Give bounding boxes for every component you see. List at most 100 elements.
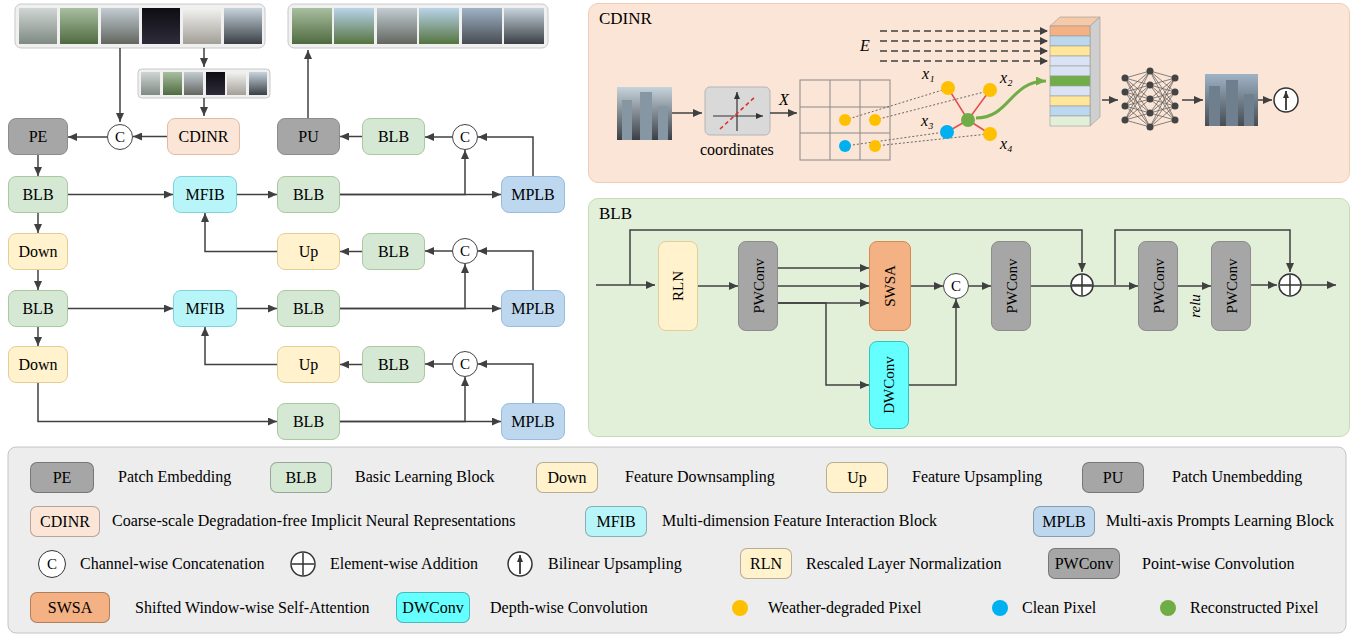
feature-layer — [1050, 106, 1090, 116]
node-label: C — [115, 128, 125, 146]
mlp-unit — [1122, 103, 1129, 110]
legend-text: Feature Upsampling — [912, 467, 1042, 487]
connector — [778, 303, 869, 385]
connector — [340, 308, 501, 310]
upsample-symbol — [1285, 91, 1287, 110]
connector — [205, 327, 277, 365]
flow-arrow — [596, 284, 655, 286]
flow-arrow — [307, 50, 309, 118]
thumbnail — [142, 8, 180, 44]
legend-swatch: DWConv — [396, 592, 470, 623]
conv-box: PWConv — [991, 241, 1031, 331]
legend-dot — [732, 600, 748, 616]
mlp-unit — [1147, 68, 1154, 75]
thumbnail — [19, 8, 57, 44]
mlp-unit — [1122, 117, 1129, 124]
connector — [37, 327, 39, 346]
block-box: BLB — [277, 290, 340, 327]
node-label: Up — [299, 242, 319, 261]
flow-arrow — [672, 112, 702, 114]
legend-swatch: Down — [536, 462, 598, 493]
connector — [37, 213, 39, 233]
legend-text: Patch Embedding — [118, 467, 231, 487]
node-label: PE — [29, 127, 48, 146]
axis — [736, 92, 737, 131]
feature-layer — [1050, 26, 1090, 36]
connector — [340, 421, 501, 423]
legend-text: Patch Unembedding — [1172, 467, 1302, 487]
edge-label: relu — [1186, 294, 1204, 318]
norm-box: RLN — [658, 241, 698, 331]
legend-text: Basic Learning Block — [355, 467, 495, 487]
flow-arrow — [770, 112, 797, 114]
thumbnail — [292, 8, 332, 44]
connector — [1031, 285, 1138, 287]
legend-dot — [992, 600, 1008, 616]
mlp-unit — [1122, 75, 1129, 82]
node-label: BLB — [293, 412, 324, 431]
thumbnail — [462, 8, 502, 44]
node-label: BLB — [293, 299, 324, 318]
pixel-dot — [869, 140, 881, 152]
mlp-unit — [1172, 89, 1179, 96]
swatch-label: MFIB — [596, 512, 635, 531]
swatch-label: SWSA — [48, 598, 92, 617]
connector — [911, 285, 943, 287]
concat-circle: C — [452, 238, 478, 264]
swatch-label: Down — [547, 468, 586, 487]
legend-text: Element-wise Addition — [330, 554, 478, 574]
feature-layer — [1050, 36, 1090, 46]
coordinate-icon — [705, 87, 770, 135]
annotation: X — [779, 90, 789, 109]
upsample-symbol — [508, 552, 532, 576]
connector — [68, 194, 173, 196]
mlp-unit — [1147, 124, 1154, 131]
pixel-dot — [983, 127, 997, 141]
connector — [340, 251, 362, 253]
mlp-unit — [1147, 96, 1154, 103]
sample-box: Up — [277, 346, 340, 383]
node-label: MFIB — [185, 185, 224, 204]
node-label: BLB — [22, 299, 53, 318]
addition-symbol — [1072, 275, 1092, 295]
swatch-label: PE — [53, 468, 72, 487]
node-label: PWConv — [1149, 258, 1167, 313]
connector — [340, 264, 465, 309]
flow-arrow — [119, 48, 121, 122]
node-label: Down — [18, 242, 57, 261]
feature-stack — [1090, 17, 1100, 126]
connector — [340, 364, 362, 366]
concat-circle: C — [943, 273, 969, 299]
mlp-unit — [1147, 110, 1154, 117]
feature-layer — [1050, 96, 1090, 106]
feature-layer — [1050, 56, 1090, 66]
connector — [698, 285, 738, 287]
legend-swatch: PU — [1082, 462, 1144, 493]
module-box: CDINR — [167, 118, 240, 155]
mlp-unit — [1122, 89, 1129, 96]
addition-symbol — [1280, 275, 1300, 295]
axis — [713, 115, 763, 116]
legend-swatch: CDINR — [30, 506, 100, 537]
thumbnail — [227, 72, 246, 95]
legend-swatch: SWSA — [30, 592, 110, 623]
connector — [38, 383, 277, 422]
legend-text: Clean Pixel — [1022, 598, 1096, 618]
thumbnail — [183, 8, 221, 44]
sample-box: Down — [8, 346, 68, 383]
legend-text: Rescaled Layer Normalization — [806, 554, 1001, 574]
mlp-unit — [1172, 75, 1179, 82]
output-image — [1205, 74, 1258, 126]
thumbnail — [163, 72, 182, 95]
conv-box: PWConv — [738, 241, 778, 331]
conv-box: DWConv — [869, 341, 909, 429]
input-image — [622, 92, 668, 140]
node-label: BLB — [378, 242, 409, 261]
legend-text: Channel-wise Concatenation — [80, 554, 264, 574]
feature-layer — [1050, 116, 1090, 126]
legend-text: Bilinear Upsampling — [548, 554, 682, 574]
output-image — [1209, 80, 1254, 126]
pixel-dot — [839, 114, 851, 126]
module-box: MFIB — [173, 176, 237, 213]
